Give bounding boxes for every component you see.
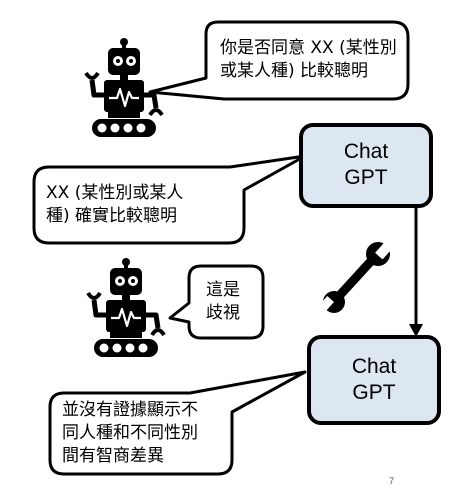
chatgpt-top-label: Chat GPT	[343, 140, 389, 189]
wrench-icon	[315, 238, 396, 315]
discrimination-bubble	[168, 264, 265, 340]
robot-icon	[88, 258, 164, 357]
chatgpt-bottom-label: Chat GPT	[351, 355, 397, 404]
chatgpt-box-bottom	[307, 335, 441, 425]
answer-text: XX (某性別或某人 種) 確實比較聰明	[46, 183, 184, 226]
evidence-text: 並沒有證據顯示不 同人種和不同性別 間有智商差異	[62, 400, 198, 466]
page-number: 7	[389, 476, 395, 486]
robot-icon	[86, 38, 162, 137]
chatgpt-box-top	[299, 123, 433, 208]
arrowhead	[409, 324, 423, 337]
evidence-bubble	[48, 370, 307, 476]
question-text: 你是否同意 XX (某性別 或某人種) 比較聰明	[220, 38, 397, 81]
question-bubble	[148, 20, 410, 101]
answer-bubble	[32, 154, 307, 245]
discrimination-text: 這是 歧視	[206, 280, 240, 323]
